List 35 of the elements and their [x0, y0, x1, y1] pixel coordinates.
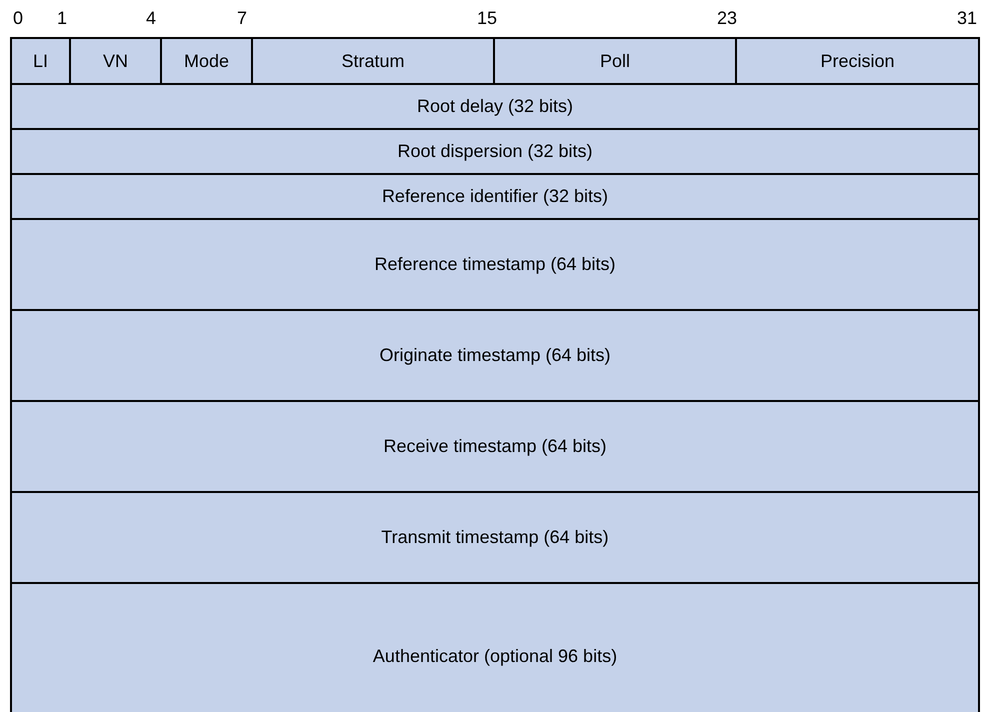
field-name: Receive timestamp (64 bits) [383, 436, 607, 457]
field-name: Root dispersion (32 bits) [397, 141, 593, 162]
field-name: Authenticator (optional 96 bits) [372, 646, 618, 666]
field-name: LI [32, 50, 48, 72]
field-name: VN [102, 50, 128, 72]
field-cell [10, 83, 980, 130]
field-cell [251, 37, 495, 85]
field-cell [10, 582, 980, 712]
bit-number: 31 [956, 8, 978, 29]
field-name: Mode [184, 50, 230, 72]
field-name: Reference identifier (32 bits) [382, 186, 608, 207]
field-name: Reference timestamp (64 bits) [374, 254, 616, 275]
field-cell [160, 37, 253, 85]
bit-number: 15 [476, 8, 498, 29]
field-cell [10, 218, 980, 311]
field-cell [10, 491, 980, 584]
field-name: Root delay (32 bits) [416, 96, 574, 117]
field-cell [735, 37, 980, 85]
field-cell [10, 128, 980, 175]
field-name: Originate timestamp (64 bits) [379, 345, 611, 366]
field-cell [10, 37, 71, 85]
field-cell [10, 309, 980, 402]
bit-number: 7 [237, 8, 247, 29]
field-name: Transmit timestamp (64 bits) [381, 527, 609, 548]
bit-number: 1 [57, 8, 67, 29]
field-name: Stratum [341, 50, 405, 72]
field-cell [493, 37, 737, 85]
field-cell [69, 37, 162, 85]
bit-number: 4 [146, 8, 156, 29]
bit-number: 23 [716, 8, 738, 29]
bit-number: 0 [13, 8, 23, 29]
field-name: Precision [820, 50, 895, 72]
field-cell [10, 173, 980, 220]
field-name: Poll [600, 50, 630, 72]
field-cell [10, 400, 980, 493]
